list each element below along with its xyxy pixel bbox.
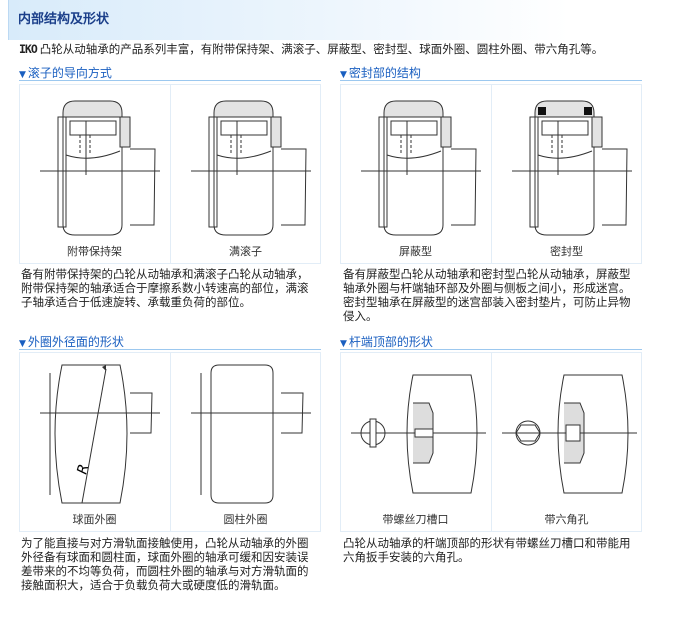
triangle-down-icon: ▼ (340, 70, 347, 80)
figure-shielded: 屏蔽型 (341, 85, 490, 263)
bearing-drawing (40, 100, 160, 236)
section-heading: ▼杆端顶部的形状 (340, 333, 642, 350)
figure-caption: 球面外圈 (72, 513, 117, 526)
title-bar (8, 0, 569, 40)
section-description: 备有附带保持架的凸轮从动轴承和满滚子凸轮从动轴承，附带保持架的轴承适合于摩擦系数… (21, 267, 309, 309)
figure-full-complement: 满滚子 (170, 85, 320, 263)
section-description: 备有屏蔽型凸轮从动轴承和密封型凸轮从动轴承，屏蔽型轴承外圈与杆端轴环部及外圈与侧… (343, 267, 631, 323)
heading-text: 密封部的结构 (348, 66, 421, 80)
bearing-drawing (191, 100, 311, 236)
section-heading: ▼密封部的结构 (340, 64, 642, 81)
outer-ring-drawing (191, 364, 311, 504)
triangle-down-icon: ▼ (19, 70, 26, 80)
heading-text: 外圈外径面的形状 (27, 335, 124, 349)
stud-head-drawing (351, 374, 486, 494)
figure-cylindrical: 圆柱外圈 (170, 353, 320, 531)
figure-panel: 屏蔽型 密封型 (340, 84, 642, 264)
figure-caption: 带螺丝刀槽口 (382, 513, 449, 526)
figure-panel: 附带保持架 满滚子 (19, 84, 321, 264)
triangle-down-icon: ▼ (340, 339, 347, 349)
figure-panel: R 球面外圈 圆柱外圈 (19, 352, 321, 532)
figure-hex-socket: 带六角孔 (491, 353, 641, 531)
figure-screwdriver-slot: 带螺丝刀槽口 (341, 353, 490, 531)
figure-caption: 满滚子 (229, 245, 262, 258)
section-heading: ▼滚子的导向方式 (19, 64, 321, 81)
heading-text: 滚子的导向方式 (27, 66, 112, 80)
figure-panel: 带螺丝刀槽口 带六角孔 (340, 352, 642, 532)
bearing-drawing (512, 100, 632, 236)
stud-head-drawing (502, 374, 637, 494)
section-heading: ▼外圈外径面的形状 (19, 333, 321, 350)
figure-caption: 屏蔽型 (399, 245, 432, 258)
section-description: 凸轮从动轴承的杆端顶部的形状有带螺丝刀槽口和带能用六角扳手安装的六角孔。 (343, 536, 631, 564)
figure-caption: 带六角孔 (544, 513, 589, 526)
outer-ring-drawing: R (40, 364, 160, 504)
figure-caption: 附带保持架 (67, 245, 122, 258)
figure-sealed: 密封型 (491, 85, 641, 263)
section-description: 为了能直接与对方滑轨面接触使用，凸轮从动轴承的外圈外径备有球面和圆柱面，球面外圈… (21, 536, 309, 592)
bearing-drawing (361, 100, 481, 236)
intro-sentence: 凸轮从动轴承的产品系列丰富，有附带保持架、满滚子、屏蔽型、密封型、球面外圈、圆柱… (39, 42, 604, 56)
iko-logo: IKO (19, 42, 38, 56)
figure-crowned: R 球面外圈 (20, 353, 169, 531)
figure-caption: 圆柱外圈 (223, 513, 268, 526)
radius-label: R (74, 462, 92, 476)
figure-caged: 附带保持架 (20, 85, 169, 263)
figure-caption: 密封型 (550, 245, 583, 258)
heading-text: 杆端顶部的形状 (348, 335, 433, 349)
triangle-down-icon: ▼ (19, 339, 26, 349)
page-title: 内部结构及形状 (18, 12, 110, 27)
